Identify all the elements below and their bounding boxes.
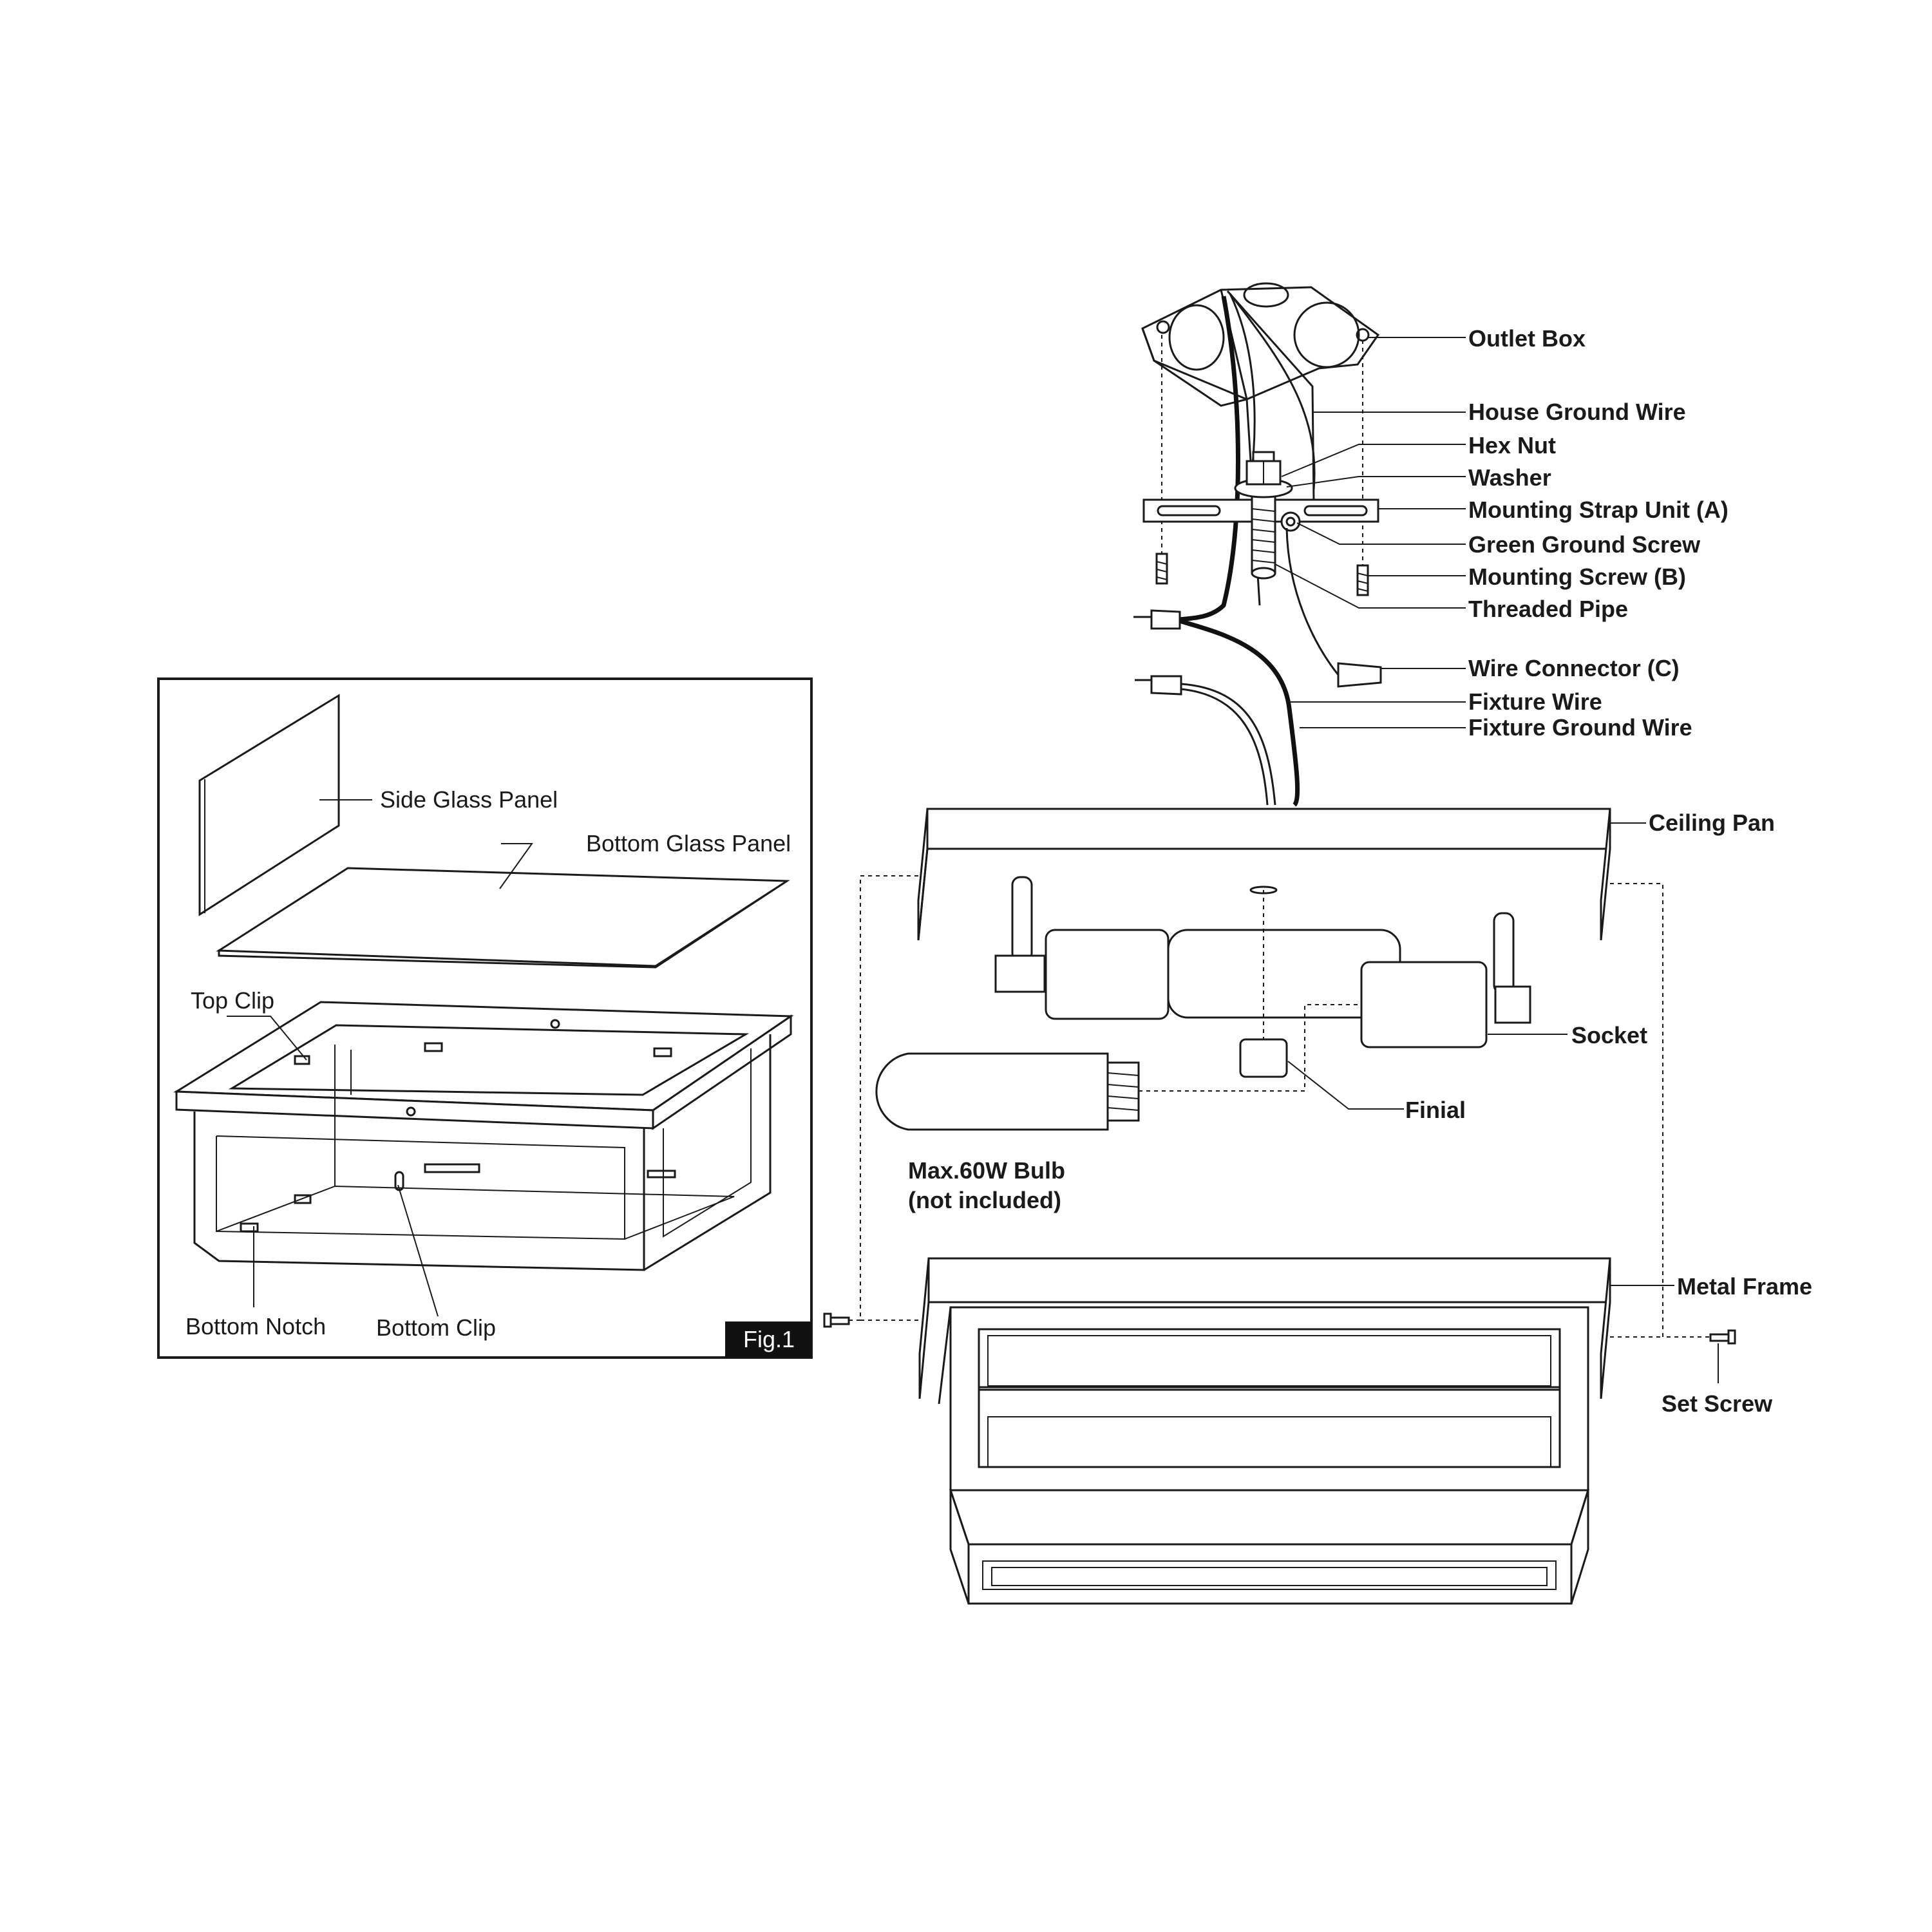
fig1-tag <box>725 1321 811 1358</box>
threaded-pipe <box>1251 488 1276 580</box>
top-clip-label: Top Clip <box>191 987 274 1014</box>
side-glass-panel <box>198 694 340 916</box>
socket <box>1360 961 1488 1048</box>
fig1-frame <box>173 1001 794 1271</box>
fixture-ground-wire <box>1285 527 1340 676</box>
finial <box>1239 1038 1288 1078</box>
wire-connector-label: Wire Connector (C) <box>1468 655 1680 681</box>
hex-nut <box>1245 451 1282 486</box>
green-ground-screw-label: Green Ground Screw <box>1468 531 1701 558</box>
set-screw-label: Set Screw <box>1662 1390 1773 1417</box>
green-ground-screw <box>1280 511 1301 532</box>
fixture-wire-label: Fixture Wire <box>1468 688 1602 715</box>
socket-assembly <box>994 876 1531 1048</box>
house-ground-wire-label: House Ground Wire <box>1468 399 1686 425</box>
fig1-inset <box>157 677 813 1359</box>
house-black-wire <box>1178 296 1240 622</box>
metal-frame-label: Metal Frame <box>1677 1273 1812 1300</box>
fixture-black-wire <box>1179 618 1300 807</box>
set-screw-right <box>1709 1329 1736 1345</box>
bottom-notch-label: Bottom Notch <box>185 1313 326 1340</box>
outlet-box-label: Outlet Box <box>1468 325 1586 352</box>
metal-frame <box>918 1257 1611 1605</box>
leader-lines <box>1274 337 1719 1383</box>
side-glass-panel-label: Side Glass Panel <box>380 786 558 813</box>
mounting-screw-left <box>1155 553 1168 585</box>
set-screw-left <box>823 1312 850 1328</box>
bottom-notch <box>240 1222 259 1233</box>
socket-label: Socket <box>1571 1022 1647 1048</box>
wire-connector-upper-left <box>1133 609 1181 630</box>
fixture-ground-wire-label: Fixture Ground Wire <box>1468 714 1692 741</box>
ceiling-pan-label: Ceiling Pan <box>1649 810 1775 836</box>
washer-label: Washer <box>1468 464 1551 491</box>
mounting-screw-right <box>1356 564 1369 596</box>
bottom-clip-label: Bottom Clip <box>376 1314 496 1341</box>
fig1-tag-label: Fig.1 <box>743 1326 795 1352</box>
wire-connector-lower-left <box>1135 675 1182 696</box>
bulb <box>875 1052 1140 1131</box>
fixture-wire <box>1180 683 1276 806</box>
bulb-label-line2: (not included) <box>908 1187 1061 1213</box>
bulb-label-line1: Max.60W Bulb <box>908 1157 1065 1184</box>
top-clip <box>294 1055 310 1065</box>
ceiling-pan <box>917 808 1611 941</box>
hex-nut-label: Hex Nut <box>1468 432 1556 459</box>
house-ground-wire <box>1229 293 1316 490</box>
mounting-strap-label: Mounting Strap Unit (A) <box>1468 497 1728 523</box>
bottom-glass-panel-label: Bottom Glass Panel <box>586 830 791 857</box>
mounting-screw-label: Mounting Screw (B) <box>1468 564 1686 590</box>
finial-label: Finial <box>1405 1097 1466 1123</box>
threaded-pipe-label: Threaded Pipe <box>1468 596 1628 622</box>
wire-connector-right <box>1337 662 1382 688</box>
